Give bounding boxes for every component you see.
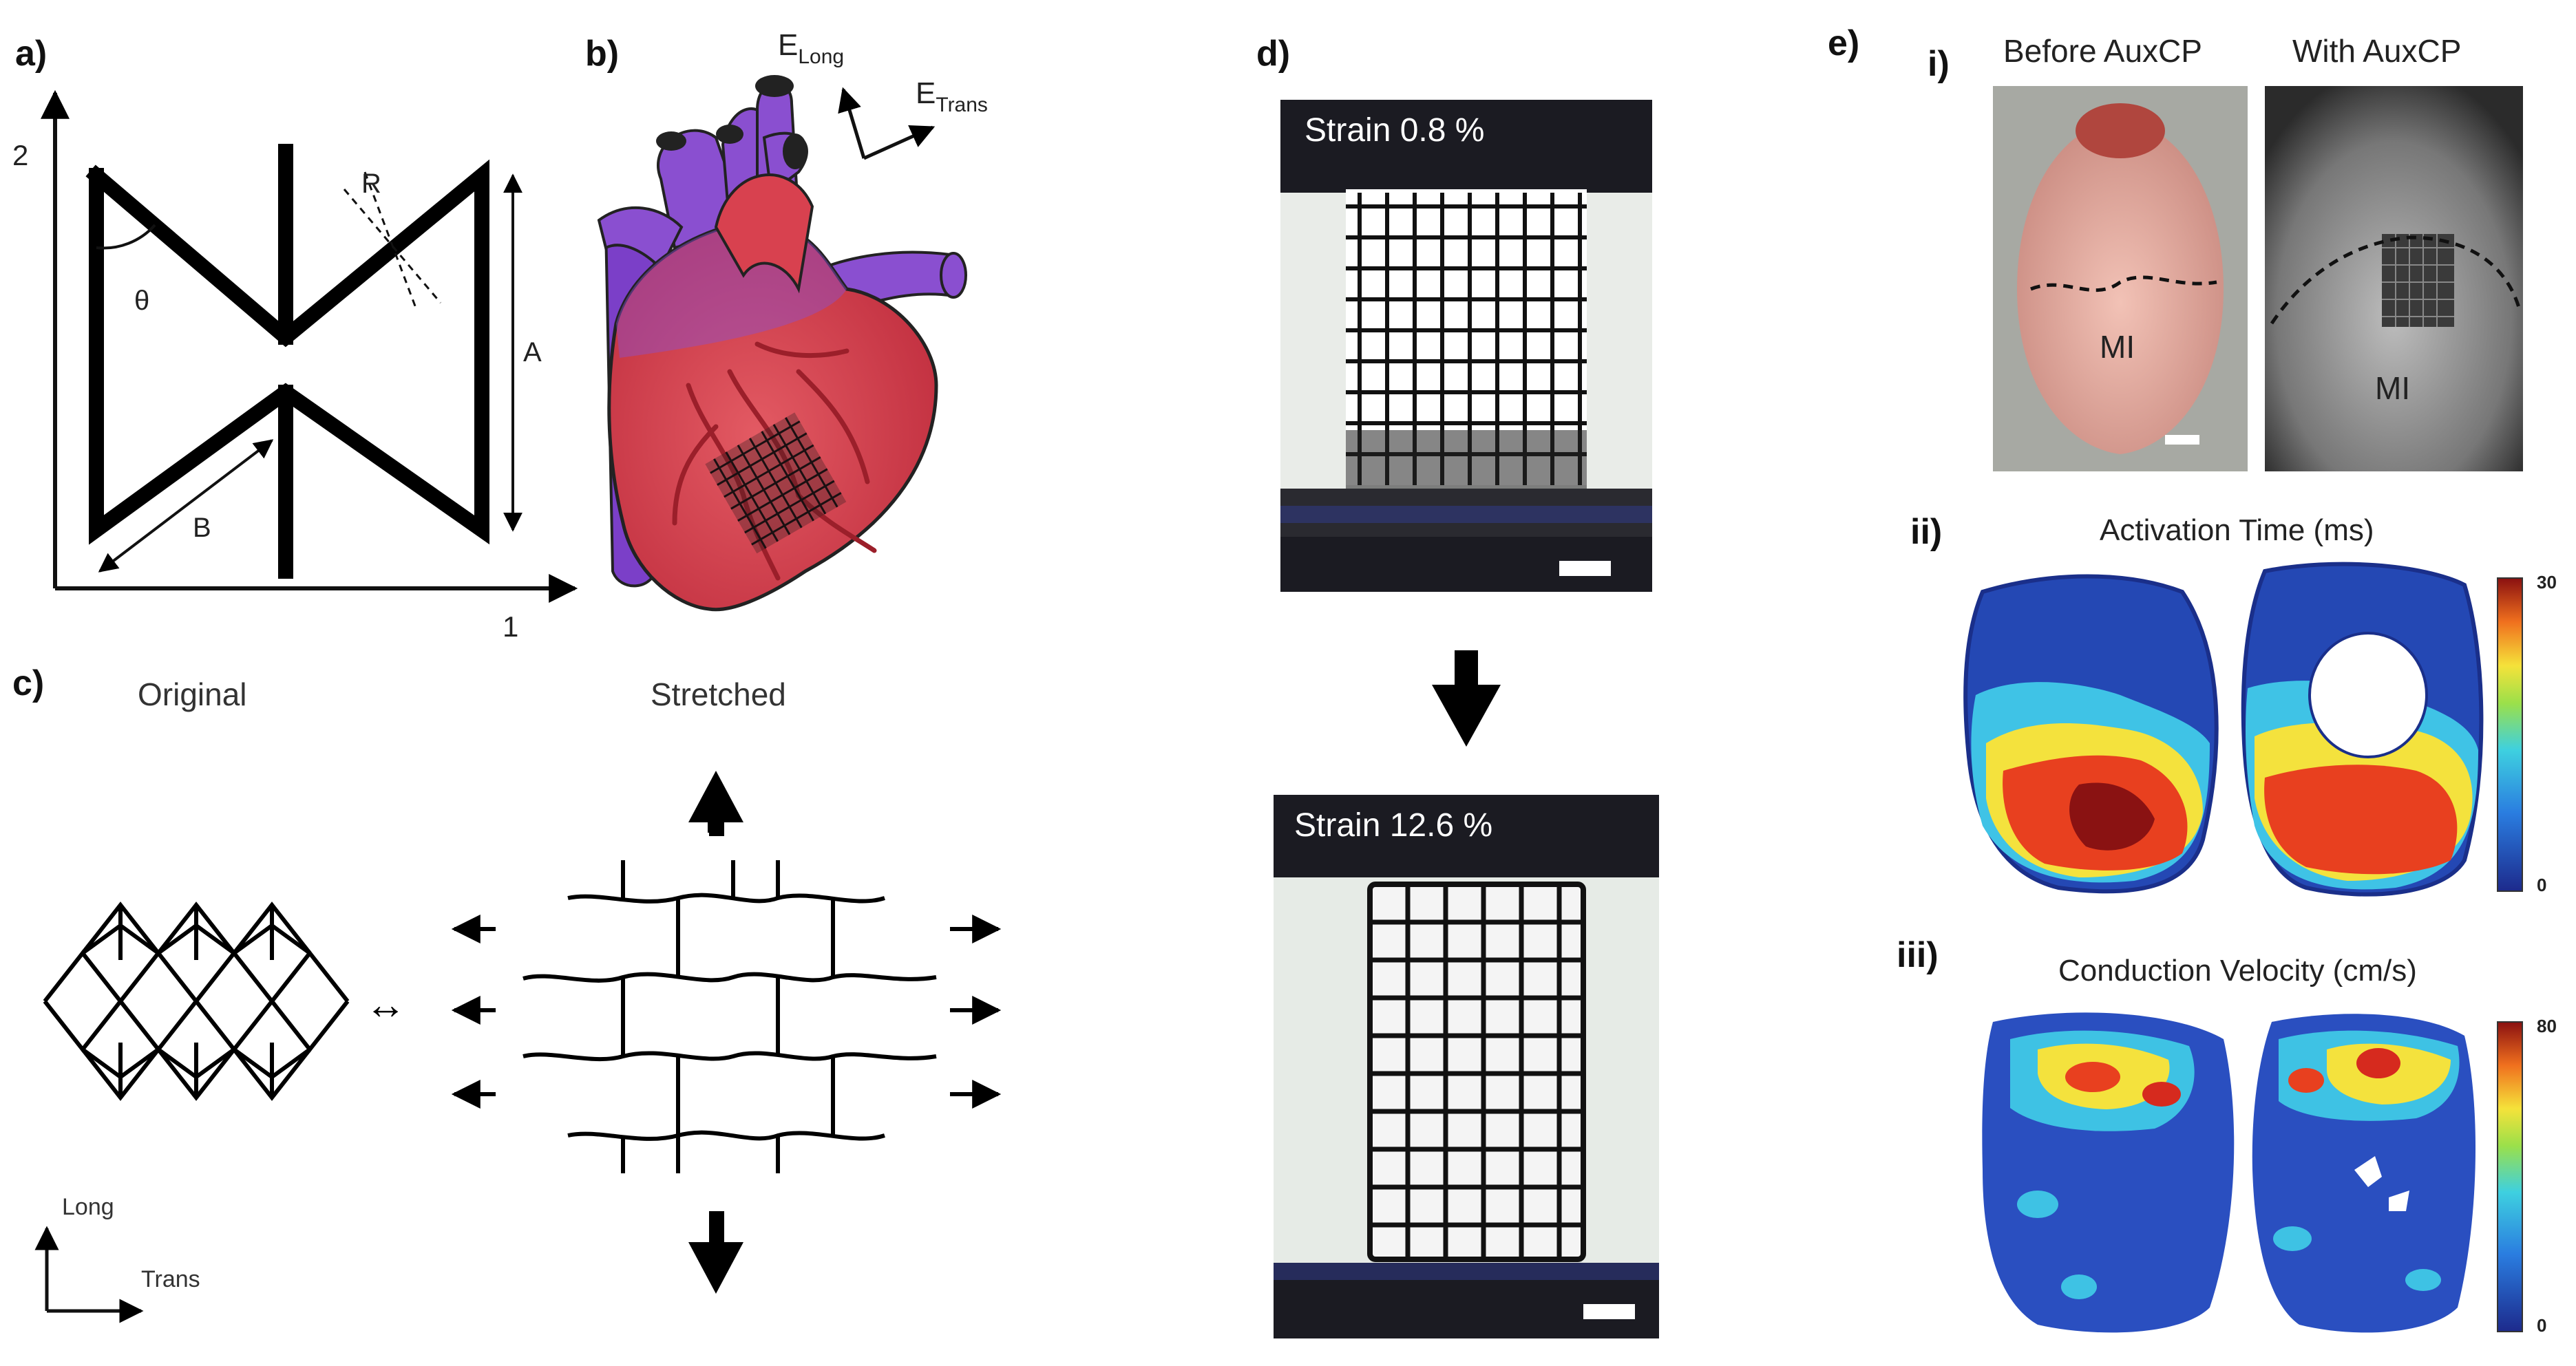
- e-long-label: ELong: [778, 28, 844, 68]
- heart-patch-mesh: [705, 412, 847, 554]
- e-trans-label: ETrans: [916, 76, 988, 116]
- stretched-lattice: [522, 860, 937, 1173]
- activation-scale-min: 0: [2537, 875, 2546, 895]
- theta-label: θ: [134, 286, 149, 316]
- panel-c: c) Original Stretched ↔: [12, 663, 1002, 1323]
- panel-d: d) Strain 0.8 %: [1256, 34, 1659, 1338]
- axis-1-label: 1: [503, 610, 518, 643]
- d-arrow-head: [1432, 685, 1501, 747]
- conduction-velocity-title: Conduction Velocity (cm/s): [2058, 954, 2417, 988]
- activation-map-before: [1963, 574, 2219, 894]
- side-arrows-left: [451, 915, 496, 1109]
- stretched-label: Stretched: [651, 676, 786, 712]
- original-lattice: [43, 901, 350, 1101]
- stretch-arrow-up-shaft: [709, 802, 724, 836]
- double-arrow-glyph: ↔: [365, 981, 406, 1027]
- heart-illustration: [597, 75, 967, 612]
- strain-bottom-label: Strain 12.6 %: [1294, 807, 1492, 844]
- axis-2-label: 2: [12, 139, 28, 171]
- theta-arc: [96, 224, 156, 250]
- strain-top-label: Strain 0.8 %: [1305, 112, 1484, 149]
- panel-e: e) i) Before AuxCP With AuxCP MI MI ii) …: [1828, 23, 2557, 1336]
- a-label: A: [523, 337, 542, 367]
- panel-d-letter: d): [1256, 34, 1290, 74]
- activation-scale-max: 30: [2537, 572, 2557, 593]
- reentrant-unit-cell: [85, 144, 489, 579]
- conduction-colorbar: [2497, 1021, 2523, 1332]
- long-axis-label: Long: [62, 1194, 114, 1220]
- activation-time-title: Activation Time (ms): [2100, 513, 2374, 547]
- panel-a: a) 2 1 θ R A B: [12, 34, 578, 643]
- activation-map-with: [2241, 562, 2484, 897]
- strain-photo-top: Strain 0.8 %: [1280, 100, 1652, 592]
- conduction-scale-min: 0: [2537, 1315, 2546, 1336]
- b-label: B: [193, 513, 211, 543]
- mi-label-before: MI: [2100, 329, 2135, 365]
- panel-e-letter: e): [1828, 23, 1859, 63]
- sub-ii-label: ii): [1910, 512, 1942, 552]
- original-label: Original: [138, 676, 247, 712]
- conduction-map-before: [1982, 1012, 2235, 1333]
- stretch-arrow-down: [688, 1242, 743, 1294]
- panel-a-letter: a): [15, 34, 47, 74]
- trans-axis-label: Trans: [141, 1266, 200, 1292]
- activation-colorbar: [2497, 577, 2523, 892]
- r-label: R: [361, 169, 381, 199]
- panel-b-letter: b): [585, 34, 619, 74]
- e-trans-arrow: [863, 125, 936, 160]
- conduction-map-with: [2252, 1014, 2476, 1333]
- panel-b: b) ELong ETrans: [585, 28, 988, 612]
- before-auxcp-label: Before AuxCP: [2003, 33, 2202, 69]
- conduction-scale-max: 80: [2537, 1016, 2557, 1036]
- mi-label-with: MI: [2375, 370, 2410, 406]
- d-arrow-shaft: [1455, 650, 1478, 688]
- side-arrows-right: [950, 915, 1002, 1109]
- b-dimension: [98, 439, 274, 573]
- e-long-arrow: [838, 87, 866, 159]
- stretch-arrow-down-shaft: [709, 1211, 724, 1249]
- strain-photo-bottom: Strain 12.6 %: [1274, 795, 1659, 1338]
- photo-with-auxcp: MI: [2265, 86, 2523, 471]
- sub-iii-label: iii): [1897, 935, 1939, 975]
- panel-c-letter: c): [12, 663, 44, 703]
- photo-before-auxcp: MI: [1993, 86, 2248, 471]
- sub-i-label: i): [1928, 44, 1950, 84]
- with-auxcp-label: With AuxCP: [2292, 33, 2461, 69]
